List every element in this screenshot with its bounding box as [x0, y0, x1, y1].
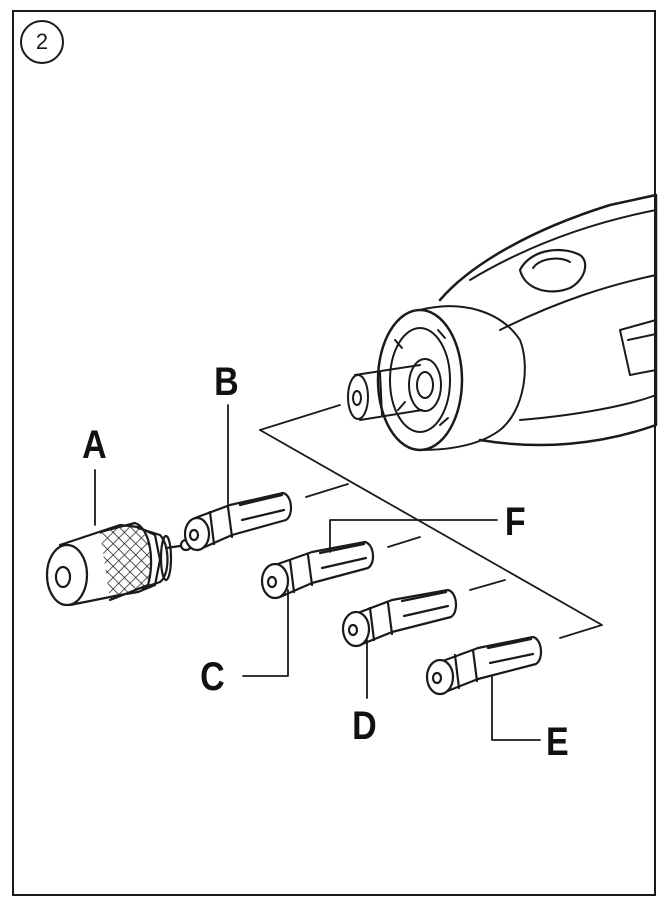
leader-f	[329, 519, 498, 553]
label-b: B	[214, 360, 239, 404]
label-d: D	[352, 704, 377, 748]
alignment-guide-lines	[259, 404, 603, 639]
collet-b	[183, 491, 293, 552]
collet-e	[425, 635, 543, 696]
collet-nut-a	[45, 521, 193, 607]
leader-c	[242, 589, 289, 677]
label-c: C	[200, 655, 225, 699]
label-f: F	[504, 500, 526, 544]
figure-frame	[12, 10, 656, 896]
label-a: A	[82, 423, 107, 467]
figure-number-badge: 2	[20, 20, 64, 64]
leader-e	[491, 676, 541, 741]
label-e: E	[546, 720, 569, 764]
leader-lines	[94, 404, 541, 741]
collet-f	[260, 540, 375, 600]
collet-d	[341, 588, 458, 648]
rotary-tool	[347, 193, 658, 452]
